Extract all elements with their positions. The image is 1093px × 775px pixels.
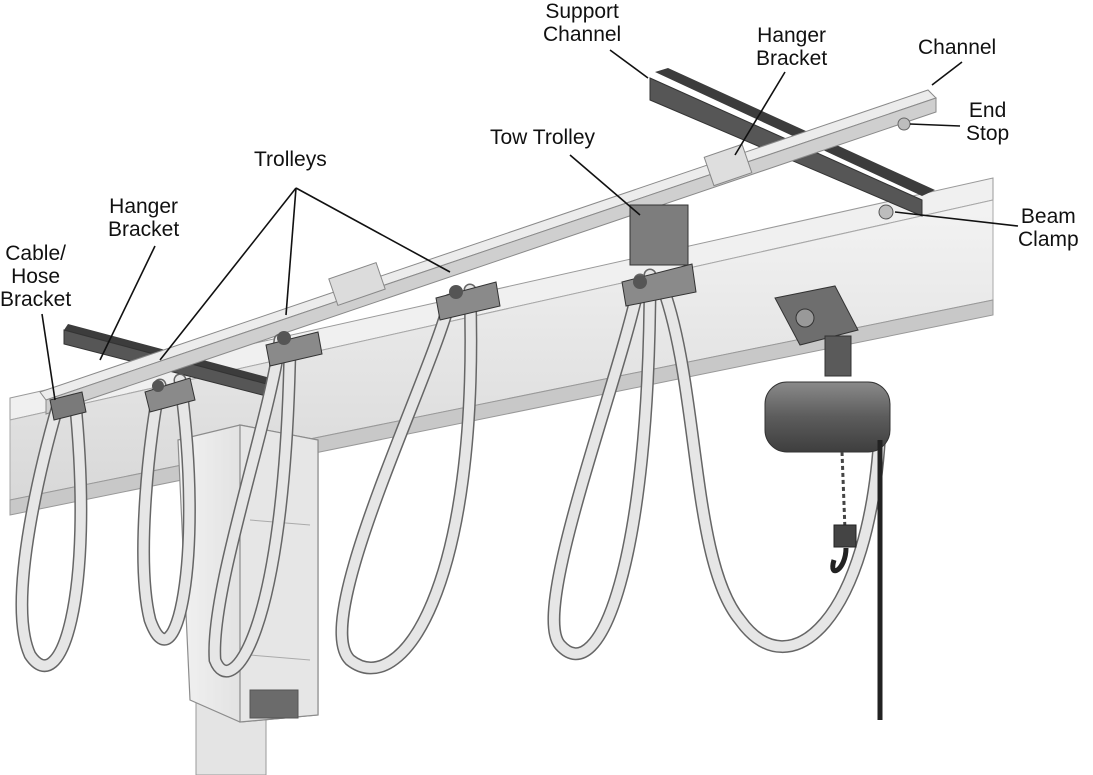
label-end-stop: End Stop — [966, 99, 1009, 145]
trolley-3 — [435, 281, 501, 321]
label-beam-clamp: Beam Clamp — [1018, 205, 1079, 251]
label-cable-hose-bracket-line2: Hose — [11, 265, 61, 288]
trolley-2 — [265, 331, 323, 367]
label-end-stop-line2: Stop — [966, 122, 1010, 145]
channel-track — [39, 89, 937, 415]
cable-hose-bracket-part — [49, 391, 87, 421]
label-support-channel-line1: Support — [545, 0, 619, 23]
label-hanger-bracket-left-line1: Hanger — [109, 195, 179, 218]
label-hanger-bracket-right: Hanger Bracket — [756, 24, 827, 70]
label-cable-hose-bracket-line3: Bracket — [0, 288, 72, 311]
label-channel-line1: Channel — [918, 36, 997, 59]
label-hanger-bracket-left: Hanger Bracket — [108, 195, 179, 241]
label-hanger-bracket-right-line1: Hanger — [757, 24, 827, 47]
trolleys — [49, 204, 697, 421]
label-tow-trolley: Tow Trolley — [490, 126, 595, 149]
label-trolleys-line1: Trolleys — [254, 148, 327, 171]
trolley-1 — [144, 377, 196, 413]
label-support-channel: Support Channel — [543, 0, 621, 46]
label-end-stop-line1: End — [968, 99, 1007, 122]
label-cable-hose-bracket-line1: Cable/ — [5, 242, 66, 265]
label-beam-clamp-line1: Beam — [1020, 205, 1076, 228]
festoon-cable — [15, 268, 887, 678]
leader-lines — [41, 49, 1019, 401]
label-tow-trolley-line1: Tow Trolley — [490, 126, 596, 149]
label-hanger-bracket-left-line2: Bracket — [108, 218, 180, 241]
chain-hoist — [764, 285, 891, 720]
label-cable-hose-bracket: Cable/ Hose Bracket — [0, 242, 71, 311]
label-support-channel-line2: Channel — [543, 23, 622, 46]
label-hanger-bracket-right-line2: Bracket — [756, 47, 828, 70]
label-trolleys: Trolleys — [254, 148, 327, 171]
label-channel: Channel — [918, 36, 996, 59]
label-beam-clamp-line2: Clamp — [1018, 228, 1079, 251]
tow-trolley-part — [621, 204, 697, 307]
